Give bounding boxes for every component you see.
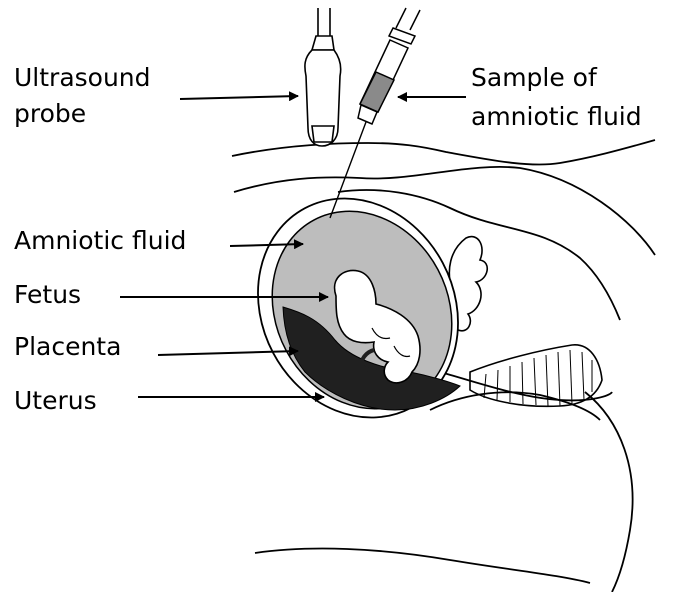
syringe bbox=[330, 8, 420, 218]
probe-neck bbox=[312, 36, 334, 50]
lower-body-curve bbox=[585, 392, 633, 592]
leg-outline bbox=[255, 549, 590, 583]
sample-label: Sample of bbox=[471, 63, 598, 92]
probe-cable bbox=[318, 8, 330, 38]
amniotic-fluid-label: Amniotic fluid bbox=[14, 226, 186, 255]
ultrasound-probe-label-line2: probe bbox=[14, 99, 86, 128]
abdomen-skin-line bbox=[232, 140, 655, 165]
ultrasound-probe-label: Ultrasound bbox=[14, 63, 151, 92]
sample-label-line2: amniotic fluid bbox=[471, 102, 642, 131]
fetus-label: Fetus bbox=[14, 280, 81, 309]
pelvis-curve bbox=[430, 392, 600, 420]
probe-tip bbox=[312, 126, 334, 142]
syringe-plunger bbox=[396, 8, 420, 30]
uterus-label: Uterus bbox=[14, 386, 97, 415]
probe-arrow bbox=[180, 96, 298, 99]
leg-outline-upper bbox=[440, 372, 612, 400]
pelvic-tissue bbox=[470, 345, 602, 406]
ultrasound-probe bbox=[305, 8, 341, 146]
placenta-label: Placenta bbox=[14, 332, 121, 361]
